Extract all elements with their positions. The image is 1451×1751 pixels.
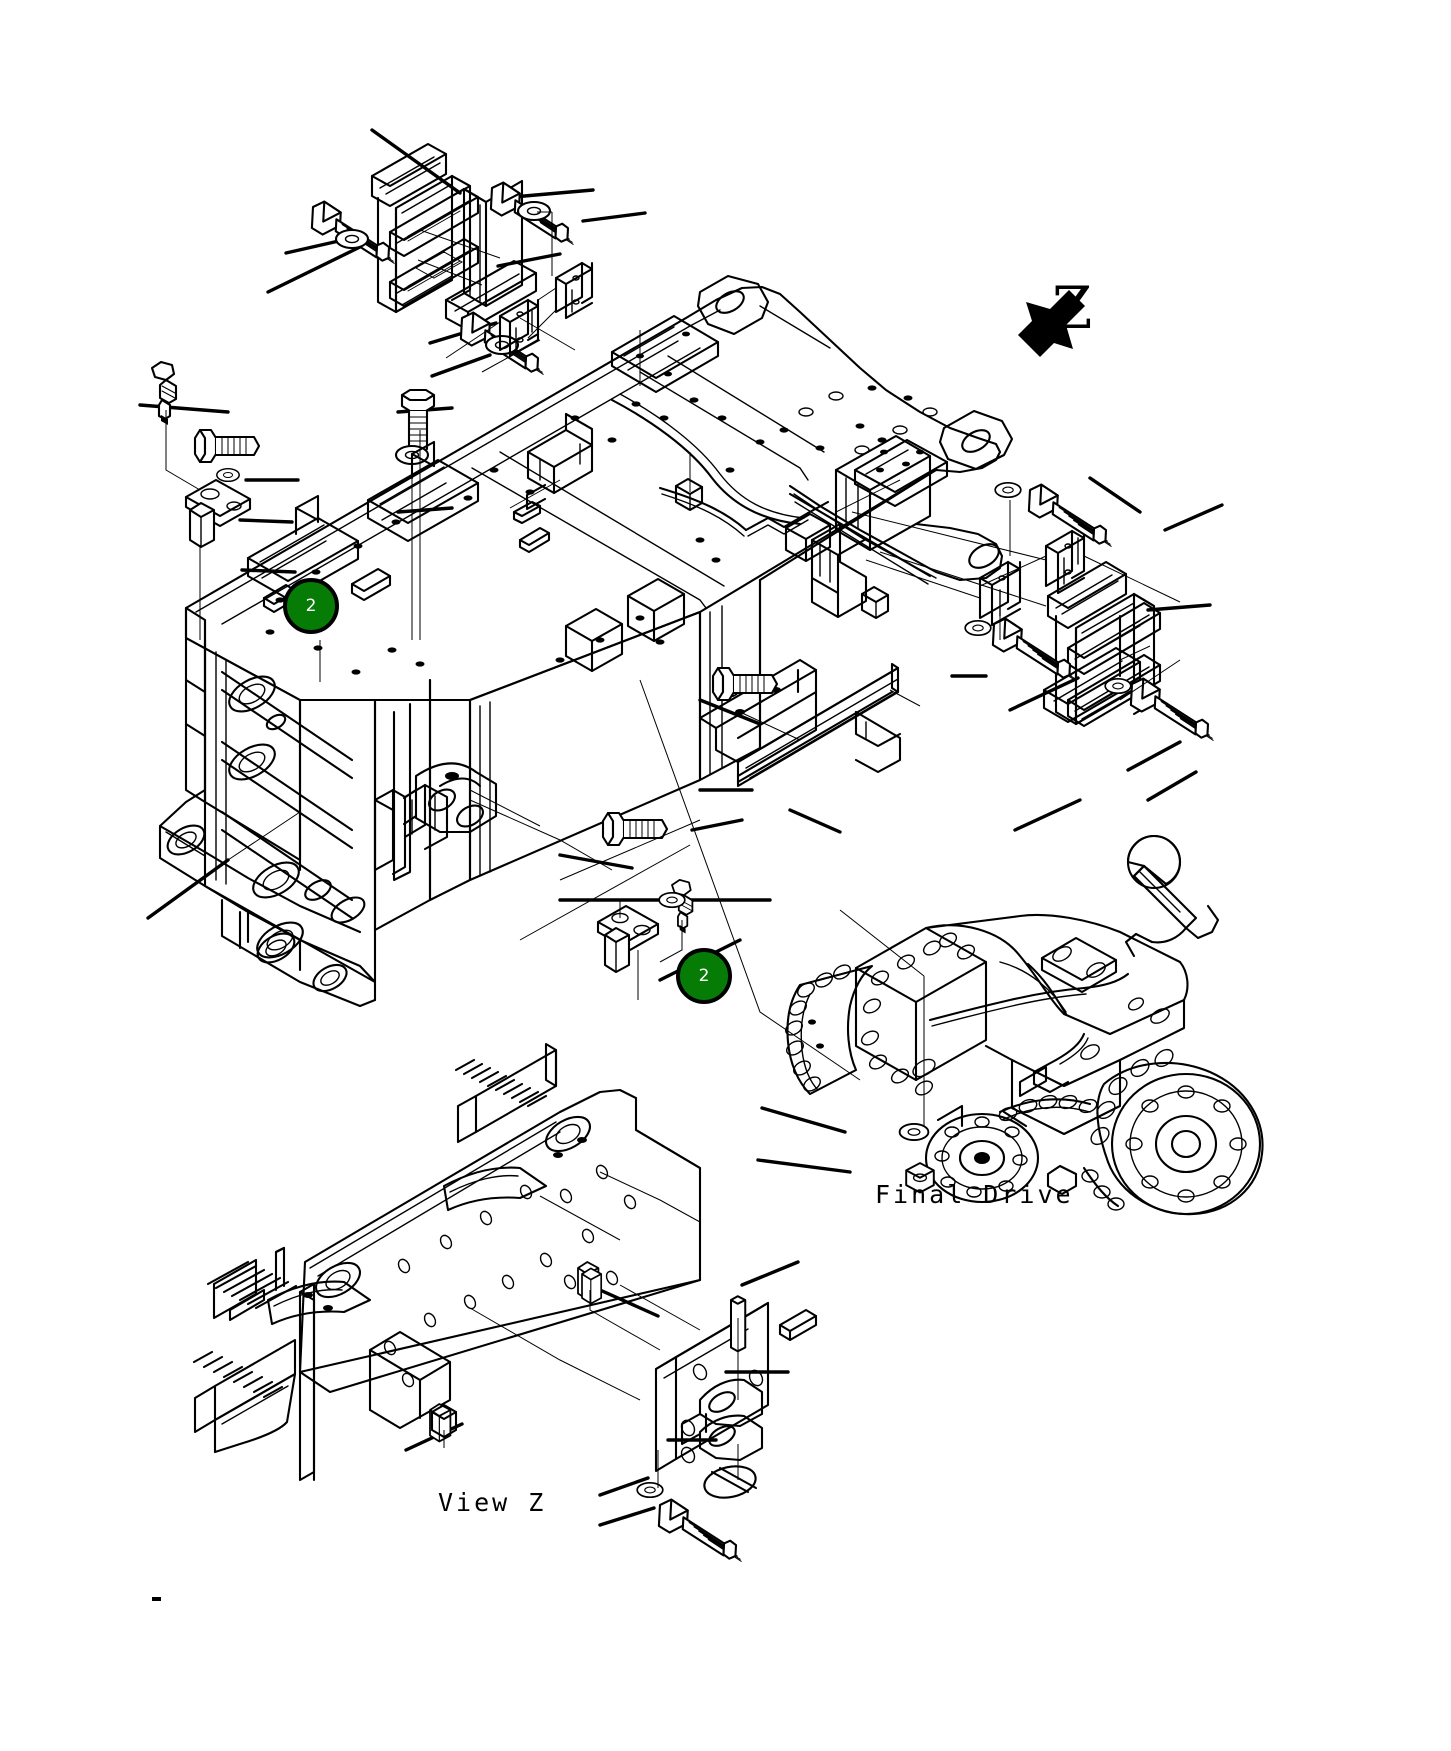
view-z-step-treads-near [206, 1258, 298, 1320]
bolt-center-1 [601, 811, 669, 847]
bolt-beam [711, 666, 779, 702]
hub-gear-center [924, 1104, 1040, 1204]
sprocket-left [785, 964, 874, 1096]
deck-peg-right [860, 585, 890, 620]
deck-bracket-center [525, 412, 594, 511]
callout-marker-final-drive[interactable]: 2 [676, 948, 732, 1004]
shift-lever [1124, 834, 1220, 958]
bolt-left-1 [193, 428, 261, 464]
right-parts-group [851, 476, 1224, 832]
deck-hole-pattern [265, 385, 913, 675]
deck-pad-2 [853, 438, 949, 508]
step-bracket-upper-left [370, 142, 538, 332]
right-rib-plate [834, 434, 932, 552]
sprocket-chain-arc [998, 1094, 1125, 1211]
deck-hole-pattern-open [798, 391, 938, 455]
washer-center-1 [658, 891, 686, 909]
washer-right-1 [994, 481, 1022, 499]
view-z-side-rail [266, 1088, 702, 1430]
registration-tick [152, 1597, 161, 1601]
washer-right-2 [964, 619, 992, 637]
view-z-riser-post [228, 1246, 316, 1482]
bolt-right-3 [1128, 676, 1218, 742]
washer-right-3 [1104, 677, 1132, 695]
final-drive-wheel-right [1090, 1048, 1264, 1216]
center-clevis [402, 762, 498, 834]
mid-front-bracket [564, 607, 624, 673]
left-small-parts-group [138, 360, 454, 640]
view-z-lower-step [192, 1338, 297, 1454]
view-direction-arrow [1018, 290, 1085, 357]
center-bottom-parts [469, 799, 772, 1000]
left-wall-bosses [228, 675, 366, 959]
deck-block-right [784, 512, 832, 563]
washer-left-1 [216, 467, 240, 483]
lower-right-fork [810, 522, 868, 619]
bolt-view-z [656, 1497, 746, 1563]
washer-final-drive [898, 1122, 930, 1142]
callout-marker-frame[interactable]: 2 [283, 578, 339, 634]
right-plate-a [1044, 529, 1086, 595]
main-frame-assembly [158, 274, 1014, 1008]
washer-ul-2 [516, 200, 552, 222]
dowel-view-z [778, 1308, 818, 1342]
bushing-left [188, 501, 216, 549]
bolt-right-1 [1026, 482, 1116, 548]
lock-plate-view-z [703, 1465, 758, 1499]
view-z-detail [192, 1042, 818, 1563]
cross-member-beam [690, 658, 921, 834]
bushing-center [603, 926, 631, 974]
washer-ul-3 [484, 334, 520, 356]
hub-flange-left [854, 926, 988, 1096]
bushing-view-z-3 [581, 1267, 603, 1305]
upper-left-bracket-group [266, 128, 647, 378]
bushing-view-z-small [430, 1403, 458, 1439]
center-hitch [373, 783, 449, 876]
view-z-mount-bracket [654, 1301, 770, 1473]
deck-bracket-left-2 [366, 440, 480, 543]
final-drive-label: Final Drive [875, 1180, 1074, 1209]
callout-number: 2 [305, 595, 317, 616]
view-z-letter: Z [1052, 274, 1093, 342]
deck-peg-mid [674, 477, 704, 512]
washer-ul-1 [334, 228, 370, 250]
axle-housing [924, 913, 1189, 1136]
mount-plate-a [498, 298, 540, 358]
final-drive-detail [756, 834, 1264, 1216]
view-z-step-treads-far [454, 1042, 558, 1144]
deck-pad-1 [610, 314, 720, 394]
washer-view-z [636, 1481, 664, 1499]
mid-front-bracket-2 [626, 577, 686, 643]
view-z-label: View Z [438, 1488, 547, 1517]
grease-fitting-left [150, 360, 178, 427]
mount-plate-b [554, 261, 594, 320]
leader-lines-global [146, 252, 901, 1081]
callout-number: 2 [698, 965, 710, 986]
